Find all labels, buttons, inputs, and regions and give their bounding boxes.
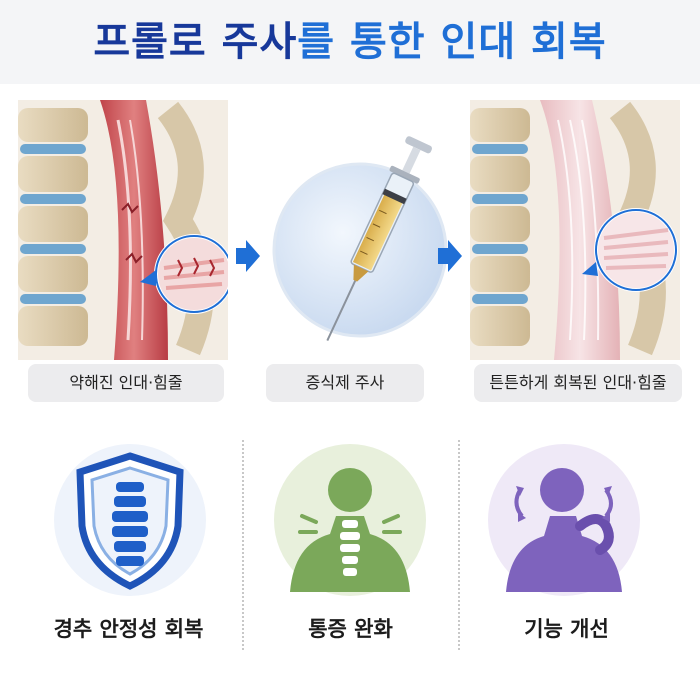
healthy-ligament-spine-illustration: [470, 100, 680, 360]
neck-rotation-icon: [486, 442, 642, 598]
weak-ligament-spine-illustration: [18, 100, 228, 360]
neck-pain-relief-icon: [272, 442, 428, 598]
header-band: [0, 0, 700, 84]
title-part-2: 를 통한 인대 회복: [297, 19, 607, 65]
spine-shield-icon: [52, 442, 208, 598]
arrow-right-icon: [434, 236, 464, 276]
step-label-healthy: 튼튼하게 회복된 인대·힘줄: [474, 364, 682, 402]
arrow-right-icon: [232, 236, 262, 276]
benefit-label-function: 기능 개선: [524, 617, 609, 641]
step-label-injection: 증식제 주사: [266, 364, 424, 402]
weak-ligament-panel: [18, 100, 228, 360]
title-part-1: 프롤로 주사: [93, 19, 298, 65]
syringe-illustration: [272, 136, 448, 341]
column-divider: [458, 440, 460, 650]
column-divider: [242, 440, 244, 650]
injection-panel: [262, 100, 472, 360]
benefit-label-pain-relief: 통증 완화: [308, 617, 393, 641]
benefit-label-stability: 경추 안정성 회복: [53, 617, 204, 641]
healthy-ligament-panel: [470, 100, 680, 360]
step-label-weak: 약해진 인대·힘줄: [28, 364, 224, 402]
page-title: 프롤로 주사를 통한 인대 회복: [0, 14, 700, 70]
